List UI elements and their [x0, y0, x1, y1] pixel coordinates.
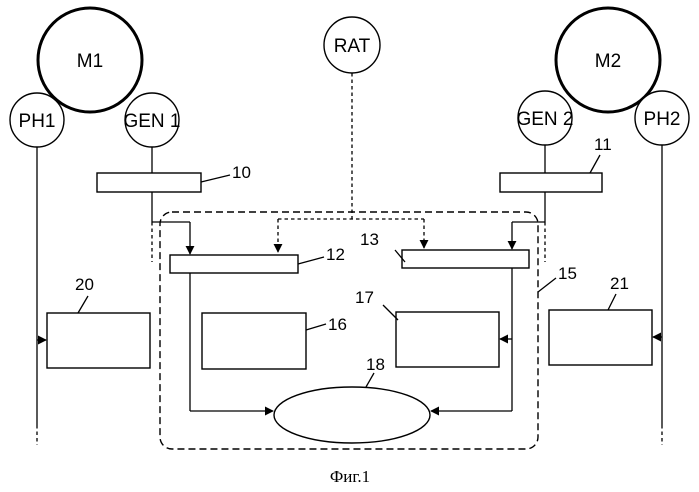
gen1-label: GEN 1	[123, 111, 180, 132]
motor-m1-label: M1	[77, 51, 103, 72]
ref-12: 12	[326, 245, 345, 264]
ph1-label: PH1	[19, 111, 56, 132]
ref-11: 11	[594, 135, 612, 154]
box-11	[500, 173, 602, 192]
ref-21: 21	[610, 274, 629, 293]
enclosure15-lead	[538, 278, 556, 292]
box-20	[47, 313, 150, 368]
ref-13: 13	[360, 230, 379, 249]
box-17	[396, 312, 499, 367]
ref-17: 17	[355, 288, 374, 307]
ref-16: 16	[328, 315, 347, 334]
box21-lead	[608, 294, 616, 310]
ellipse18-lead	[366, 373, 374, 387]
box-21	[549, 310, 652, 365]
box-16	[202, 313, 306, 369]
ellipse-18	[274, 387, 430, 443]
box12-lead	[298, 257, 324, 264]
ref-15: 15	[558, 264, 577, 283]
box-13	[402, 250, 529, 268]
gen2-label: GEN 2	[516, 109, 573, 130]
ref-20: 20	[75, 275, 94, 294]
ref-10: 10	[232, 163, 251, 182]
rat-label: RAT	[334, 36, 371, 57]
figure-caption: Фиг.1	[330, 467, 370, 486]
box20-lead	[78, 296, 88, 313]
ph2-label: PH2	[644, 109, 681, 130]
box16-lead	[306, 324, 326, 330]
motor-m2-label: M2	[595, 51, 621, 72]
box-12	[170, 255, 298, 273]
box-10	[97, 173, 201, 192]
box11-lead	[590, 155, 600, 173]
ref-18: 18	[366, 355, 385, 374]
box10-lead	[201, 175, 230, 182]
